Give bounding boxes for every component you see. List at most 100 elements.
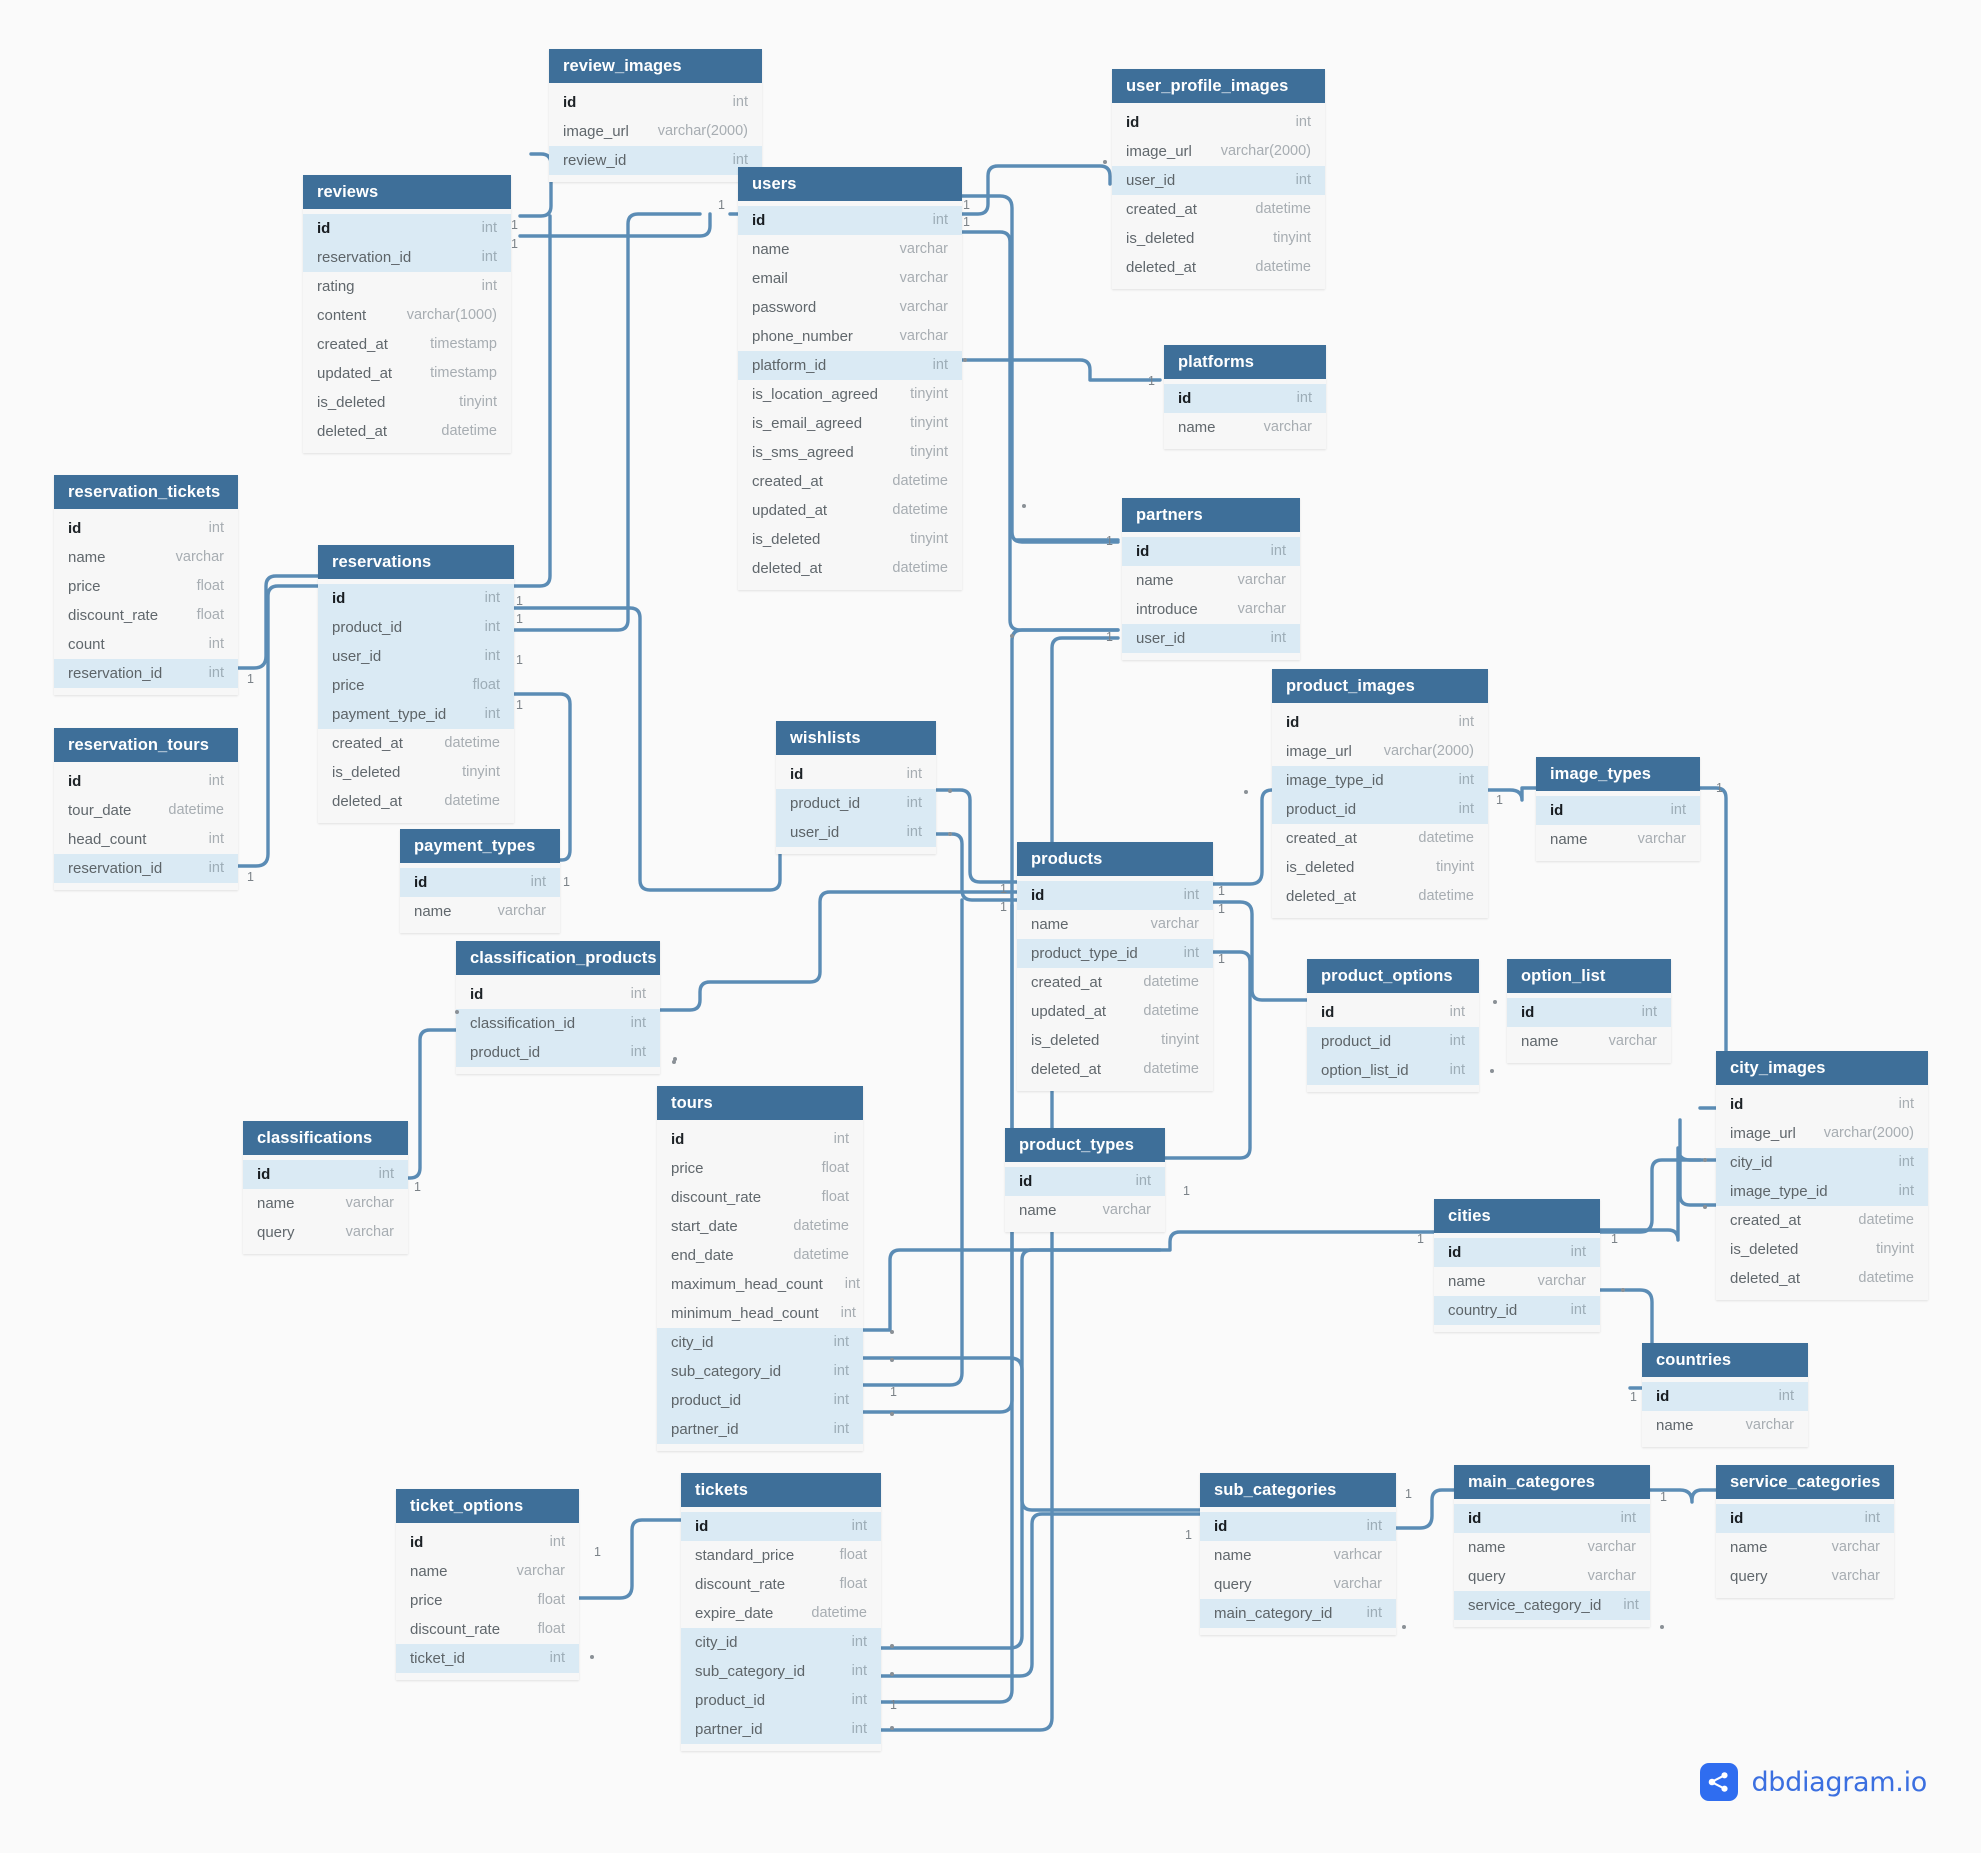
table-title-product_options[interactable]: product_options: [1307, 959, 1479, 993]
table-title-classification_products[interactable]: classification_products: [456, 941, 660, 975]
table-title-reservation_tickets[interactable]: reservation_tickets: [54, 475, 238, 509]
table-title-tours[interactable]: tours: [657, 1086, 863, 1120]
table-title-reservation_tours[interactable]: reservation_tours: [54, 728, 238, 762]
table-title-users[interactable]: users: [738, 167, 962, 201]
table-title-sub_categories[interactable]: sub_categories: [1200, 1473, 1396, 1507]
table-title-product_types[interactable]: product_types: [1005, 1128, 1165, 1162]
table-title-service_categories[interactable]: service_categories: [1716, 1465, 1894, 1499]
